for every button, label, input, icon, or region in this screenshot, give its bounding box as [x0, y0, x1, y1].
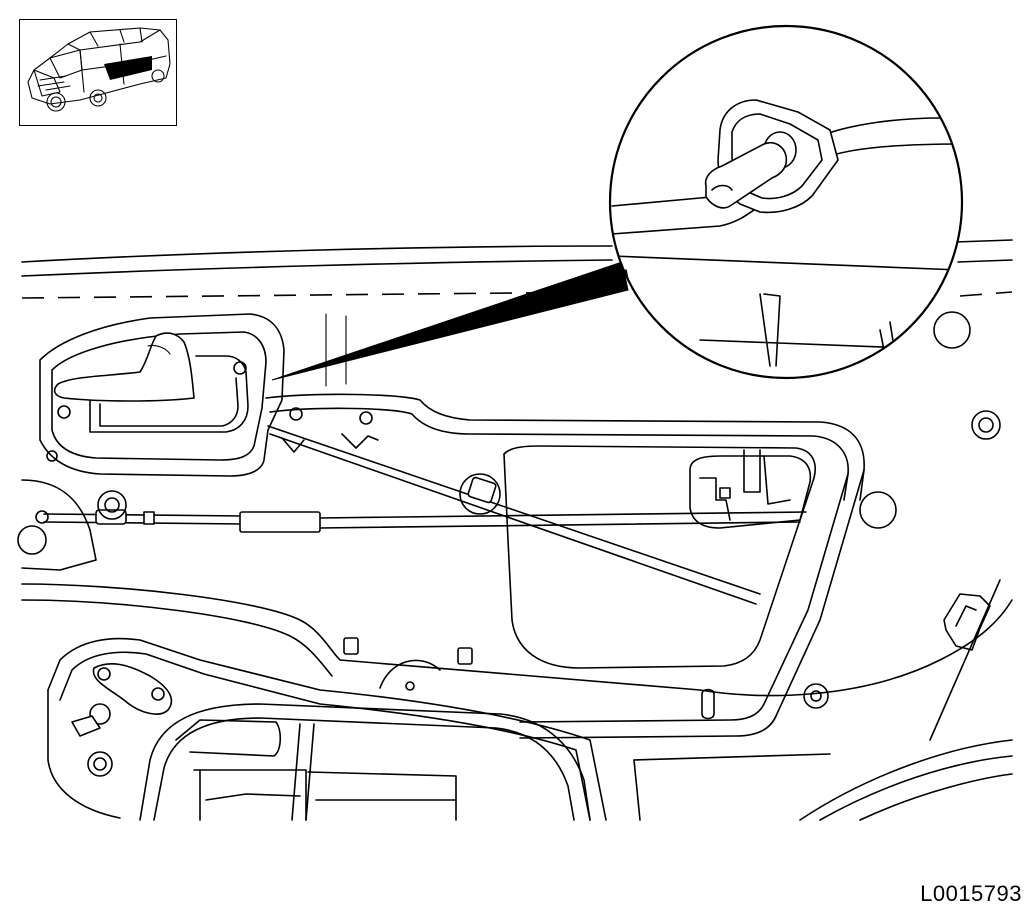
vehicle-thumbnail-frame [19, 19, 177, 126]
door-frame-ribs [325, 313, 347, 387]
door-top-edge-lines [21, 239, 1013, 299]
door-cables [35, 425, 807, 605]
vehicle-location-icon [27, 27, 171, 112]
detail-magnified-view [608, 24, 964, 380]
detail-leader-wedge [271, 261, 629, 381]
door-lower-section [21, 479, 1013, 821]
door-inner-frame [265, 393, 865, 739]
figure-id-label: L0015793 [920, 881, 1022, 906]
door-panel-holes [17, 311, 1001, 720]
inner-handle-housing [39, 313, 285, 477]
